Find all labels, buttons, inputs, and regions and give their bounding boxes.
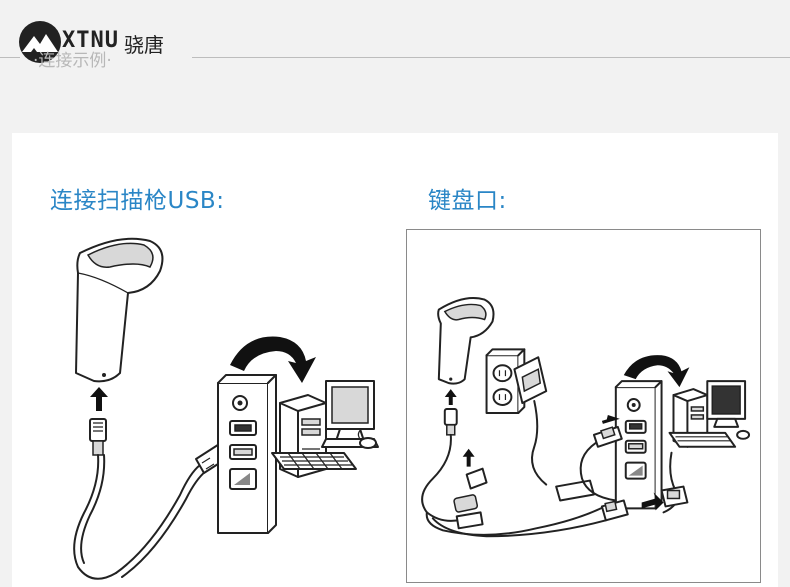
barcode-scanner-icon [437,296,495,385]
keyboard-icon [668,431,737,448]
page-header: XTNU 骁唐 ·连接示例· [0,0,790,110]
computer-back-panel-icon [614,380,663,510]
right-arrow-icon [641,492,664,511]
usb-connection-diagram [73,237,379,580]
up-arrow-icon [90,387,108,411]
keyboard-icon [271,452,357,470]
mouse-icon [736,429,751,440]
computer-back-panel-icon [217,374,277,534]
up-arrow-icon [444,389,457,406]
monitor-icon [706,380,747,428]
logo-chinese-text: 骁唐 [124,33,164,57]
keyboard-connection-label: 键盘口: [428,188,507,214]
curved-arrow-icon [230,336,316,383]
ps2-plug-icon [453,467,488,530]
usb-connection-label: 连接扫描枪USB: [50,188,225,214]
keyboard-wedge-diagram [406,229,761,583]
mountain-logo-icon [19,21,61,63]
brand-logo: XTNU 骁唐 [18,20,178,64]
ps2-plug-icon [660,485,689,508]
mouse-icon [357,428,377,449]
power-adapter-icon [513,356,548,405]
logo-latin-text: XTNU [62,28,119,53]
connection-panel: 连接扫描枪USB: 键盘口: [12,133,778,587]
cable-splitter-icon [555,479,595,502]
rj-plug-icon [443,407,458,436]
up-arrow-icon [462,448,475,467]
monitor-icon [321,380,379,448]
barcode-scanner-icon [75,237,164,383]
ps2-plug-icon [600,499,629,522]
right-arrow-icon [601,414,620,424]
section-title: ·连接示例· [33,51,112,71]
rj-plug-icon [89,418,107,456]
rule-gap-cover [20,52,192,62]
header-divider [0,57,790,58]
curved-arrow-icon [623,355,690,388]
